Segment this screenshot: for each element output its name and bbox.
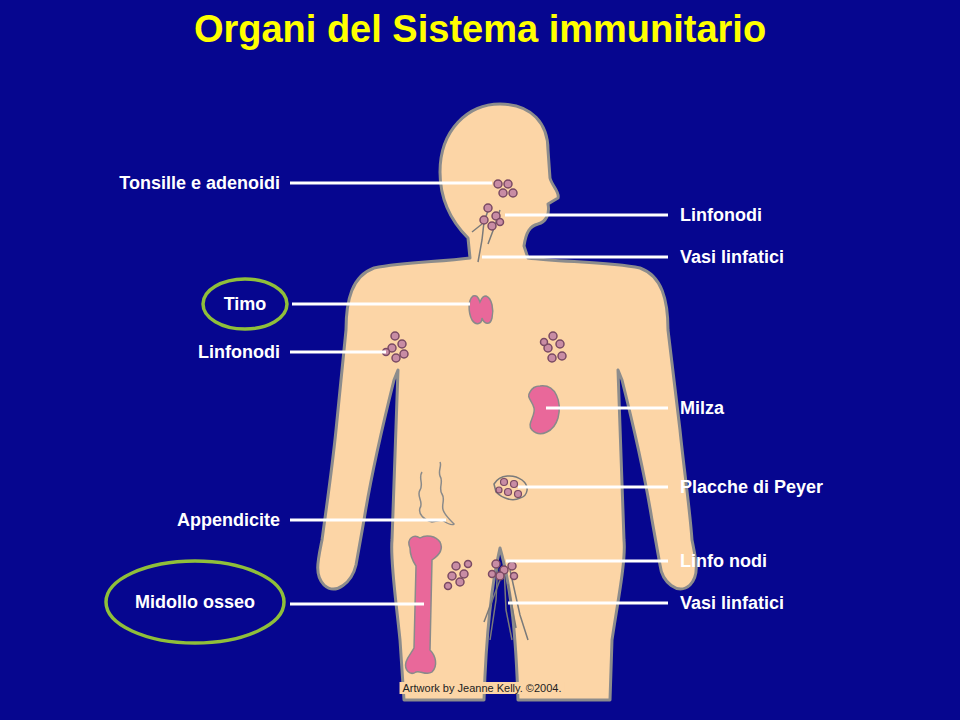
leader-lines — [290, 183, 668, 604]
organ-label: Linfo nodi — [680, 551, 767, 572]
body-silhouette — [318, 104, 697, 700]
organ-label: Linfonodi — [680, 205, 762, 226]
organ-label: Tonsille e adenoidi — [119, 173, 280, 194]
highlighted-label: Midollo osseo — [135, 592, 255, 613]
ellipse-shape — [106, 561, 284, 643]
organ-label: Linfonodi — [198, 342, 280, 363]
artwork-credit: Artwork by Jeanne Kelly. ©2004. — [400, 682, 565, 694]
spleen — [529, 386, 560, 434]
highlight-ellipse: Midollo osseo — [104, 559, 286, 645]
organ-label: Appendicite — [177, 510, 280, 531]
page-title: Organi del Sistema immunitario — [0, 8, 960, 51]
ellipse-shape — [203, 279, 287, 329]
highlighted-label: Timo — [224, 294, 267, 315]
organ-label: Milza — [680, 398, 724, 419]
highlight-ellipse: Timo — [201, 277, 289, 331]
colon — [419, 462, 454, 525]
organ-label: Placche di Peyer — [680, 477, 823, 498]
organ-label: Vasi linfatici — [680, 593, 784, 614]
thymus — [469, 296, 493, 324]
organ-label: Vasi linfatici — [680, 247, 784, 268]
